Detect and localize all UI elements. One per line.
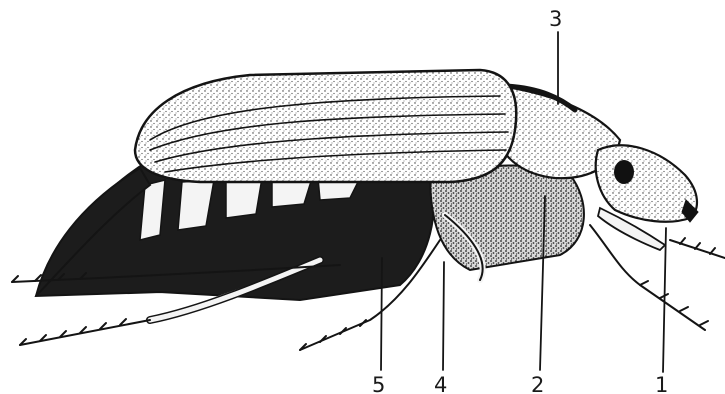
label-1: 1 — [655, 373, 668, 394]
label-4: 4 — [434, 373, 447, 394]
label-2: 2 — [531, 373, 544, 394]
label-5: 5 — [372, 373, 385, 394]
elytron — [135, 70, 516, 182]
head — [596, 145, 697, 221]
eye — [614, 160, 634, 184]
label-3: 3 — [549, 7, 562, 31]
